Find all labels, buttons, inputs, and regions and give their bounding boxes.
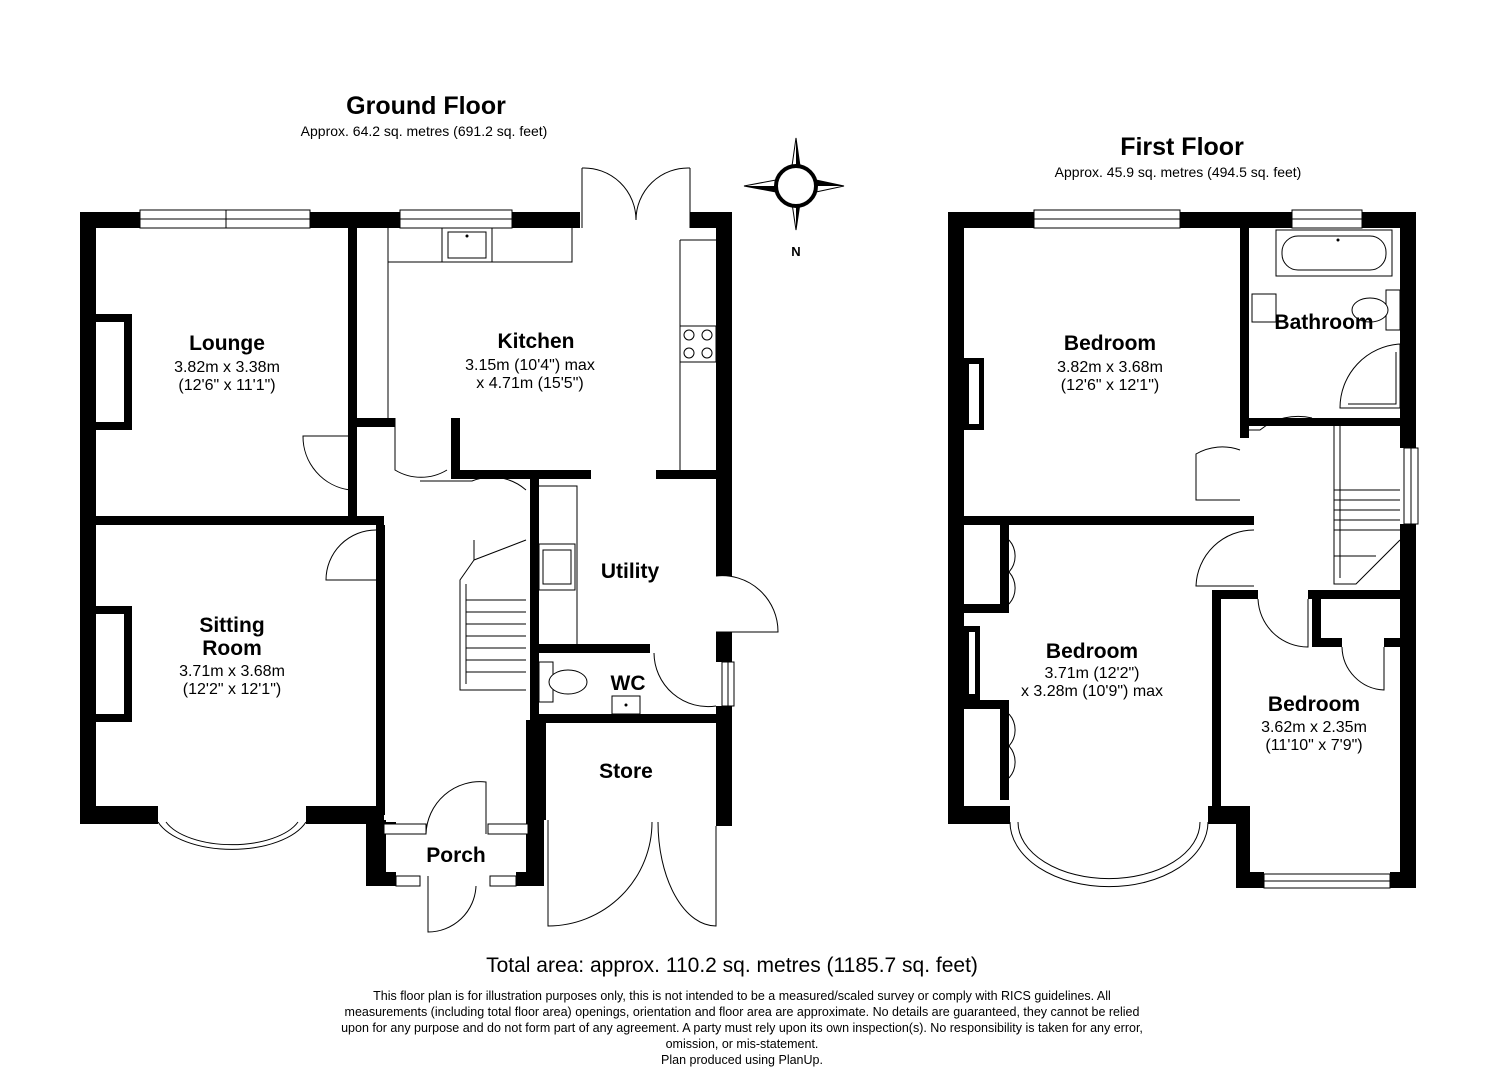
sitting-room-dim-metric: 3.71m x 3.68m [179,663,285,680]
sitting-room-name-line2: Room [202,637,262,660]
disclaimer-line-2: measurements (including total floor area… [345,1005,1140,1019]
kitchen-name: Kitchen [497,330,574,353]
kitchen-dim-width: 3.15m (10'4") max [465,357,595,374]
bedroom1-dim-imperial: (12'6" x 12'1") [1061,377,1159,394]
bedroom2-dim-width: 3.71m (12'2") [1045,665,1140,682]
lounge-dim-metric: 3.82m x 3.38m [174,359,280,376]
disclaimer-line-5: Plan produced using PlanUp. [661,1053,823,1067]
bedroom1-dim-metric: 3.82m x 3.68m [1057,359,1163,376]
disclaimer-line-1: This floor plan is for illustration purp… [373,989,1111,1003]
compass-north-label: N [791,244,800,259]
utility-name: Utility [601,560,660,583]
disclaimer-line-4: omission, or mis-statement. [666,1037,819,1051]
first-floor-title: First Floor [1120,133,1244,161]
ground-floor-area: Approx. 64.2 sq. metres (691.2 sq. feet) [301,123,548,139]
porch-name: Porch [426,844,486,867]
ground-floor-plan [80,167,779,933]
ground-floor-title: Ground Floor [346,92,506,120]
bedroom1-name: Bedroom [1064,332,1156,355]
sitting-room-dim-imperial: (12'2" x 12'1") [183,681,281,698]
kitchen-dim-length: x 4.71m (15'5") [476,375,583,392]
bedroom3-dim-imperial: (11'10" x 7'9") [1265,737,1362,754]
compass-icon [743,137,845,231]
bedroom2-name: Bedroom [1046,640,1138,663]
first-floor-plan [948,209,1419,889]
wc-name: WC [611,672,646,695]
bedroom2-dim-length: x 3.28m (10'9") max [1021,683,1163,700]
first-floor-area: Approx. 45.9 sq. metres (494.5 sq. feet) [1055,164,1302,180]
disclaimer-line-3: upon for any purpose and do not form par… [341,1021,1143,1035]
bedroom3-name: Bedroom [1268,693,1360,716]
store-name: Store [599,760,653,783]
lounge-dim-imperial: (12'6" x 11'1") [178,377,275,394]
total-area: Total area: approx. 110.2 sq. metres (11… [486,954,978,977]
bathroom-name: Bathroom [1274,311,1373,334]
sitting-room-name-line1: Sitting [199,614,264,637]
lounge-name: Lounge [189,332,265,355]
bedroom3-dim-metric: 3.62m x 2.35m [1261,719,1367,736]
